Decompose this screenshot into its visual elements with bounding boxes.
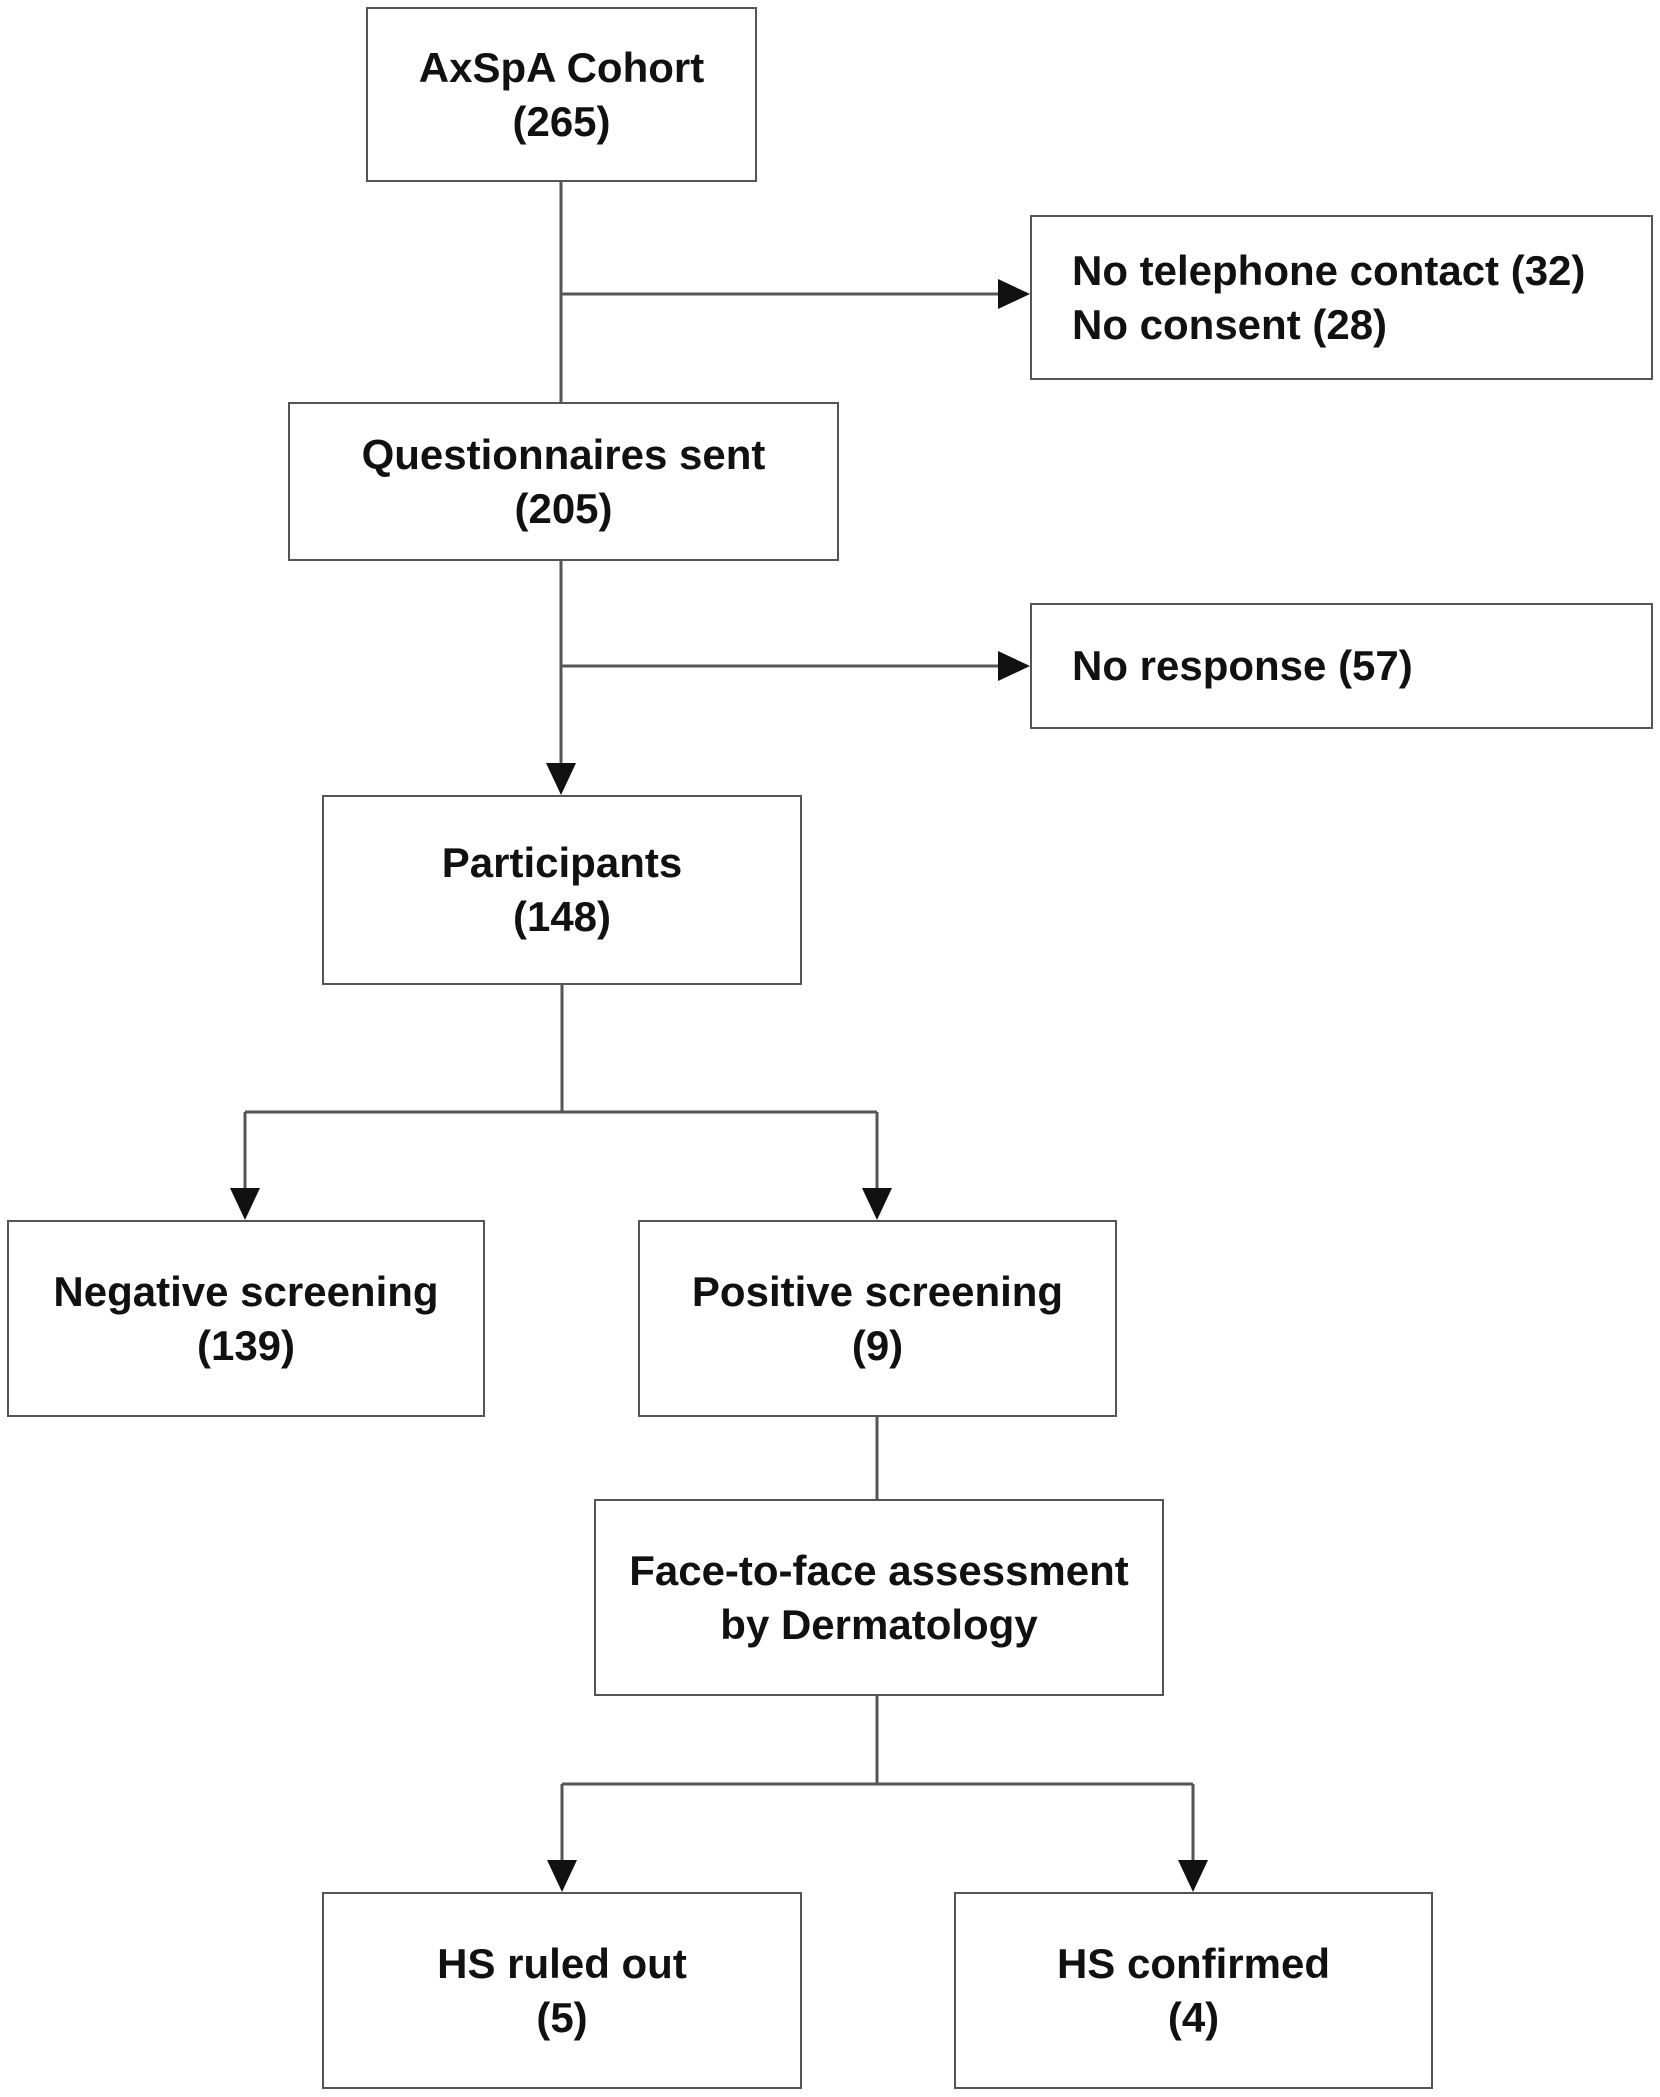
arrow-to-negative-screening-icon [230,1188,260,1220]
node-hs-ruled-out-title: HS ruled out [437,1939,687,1987]
node-questionnaires-sent: Questionnaires sent (205) [288,402,839,561]
node-positive-screening-count: (9) [851,1321,904,1369]
node-participants: Participants (148) [322,795,802,985]
node-face-to-face-assessment-line-2: by Dermatology [720,1600,1038,1648]
arrow-to-positive-screening-icon [862,1188,892,1220]
node-questionnaires-sent-title: Questionnaires sent [361,430,766,478]
node-no-response: No response (57) [1030,603,1653,729]
arrow-to-no-response-icon [998,651,1030,681]
node-questionnaires-sent-count: (205) [514,484,613,532]
node-face-to-face-assessment-line-1: Face-to-face assessment [629,1546,1129,1594]
node-axspa-cohort-title: AxSpA Cohort [418,43,705,91]
node-participants-count: (148) [512,893,612,940]
node-participants-title: Participants [441,839,683,886]
node-hs-confirmed-count: (4) [1167,1993,1220,2041]
node-hs-ruled-out-count: (5) [536,1993,588,2041]
node-negative-screening-count: (139) [196,1321,296,1369]
node-hs-confirmed: HS confirmed (4) [954,1892,1433,2089]
arrow-to-hs-confirmed-icon [1178,1860,1208,1892]
node-hs-confirmed-title: HS confirmed [1056,1939,1331,1987]
node-face-to-face-assessment: Face-to-face assessment by Dermatology [594,1499,1164,1696]
node-excluded-contact: No telephone contact (32) No consent (28… [1030,215,1653,380]
node-hs-ruled-out: HS ruled out (5) [322,1892,802,2089]
node-positive-screening-title: Positive screening [691,1267,1064,1315]
node-negative-screening-title: Negative screening [53,1267,439,1315]
arrow-to-hs-ruled-out-icon [547,1860,577,1892]
node-excluded-contact-line-1: No telephone contact (32) [1072,246,1586,294]
arrow-to-participants-icon [546,763,576,795]
node-axspa-cohort: AxSpA Cohort (265) [366,7,757,182]
node-excluded-contact-line-2: No consent (28) [1072,300,1388,348]
node-no-response-label: No response (57) [1072,642,1413,689]
arrow-to-excluded-contact-icon [998,279,1030,309]
node-negative-screening: Negative screening (139) [7,1220,485,1417]
node-axspa-cohort-count: (265) [512,97,611,145]
node-positive-screening: Positive screening (9) [638,1220,1117,1417]
